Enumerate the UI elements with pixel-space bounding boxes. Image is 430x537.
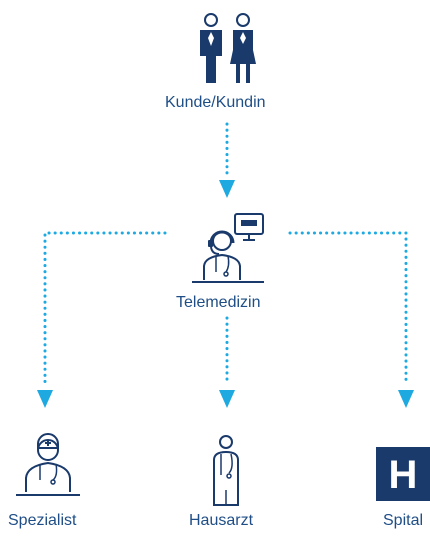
connector-telemedicine-hospital — [288, 231, 408, 384]
arrowhead-gp — [219, 390, 235, 408]
node-label-gp: Hausarzt — [189, 512, 254, 529]
hospital-letter: H — [389, 453, 418, 497]
arrowhead-hospital — [398, 390, 414, 408]
couple-icon — [200, 13, 256, 83]
connector-telemedicine-specialist — [43, 231, 167, 384]
arrowhead-specialist — [37, 390, 53, 408]
doctor-icon — [16, 433, 80, 496]
arrowhead-telemedicine — [219, 180, 235, 198]
node-label-telemedicine: Telemedizin — [176, 294, 261, 311]
physician-icon — [213, 435, 239, 506]
hospital-icon: H — [376, 447, 430, 501]
node-label-specialist: Spezialist — [8, 512, 77, 529]
node-label-customer: Kunde/Kundin — [165, 94, 266, 111]
call-center-agent-icon — [192, 213, 264, 283]
node-label-hospital: Spital — [383, 512, 424, 529]
connectors — [43, 122, 408, 384]
